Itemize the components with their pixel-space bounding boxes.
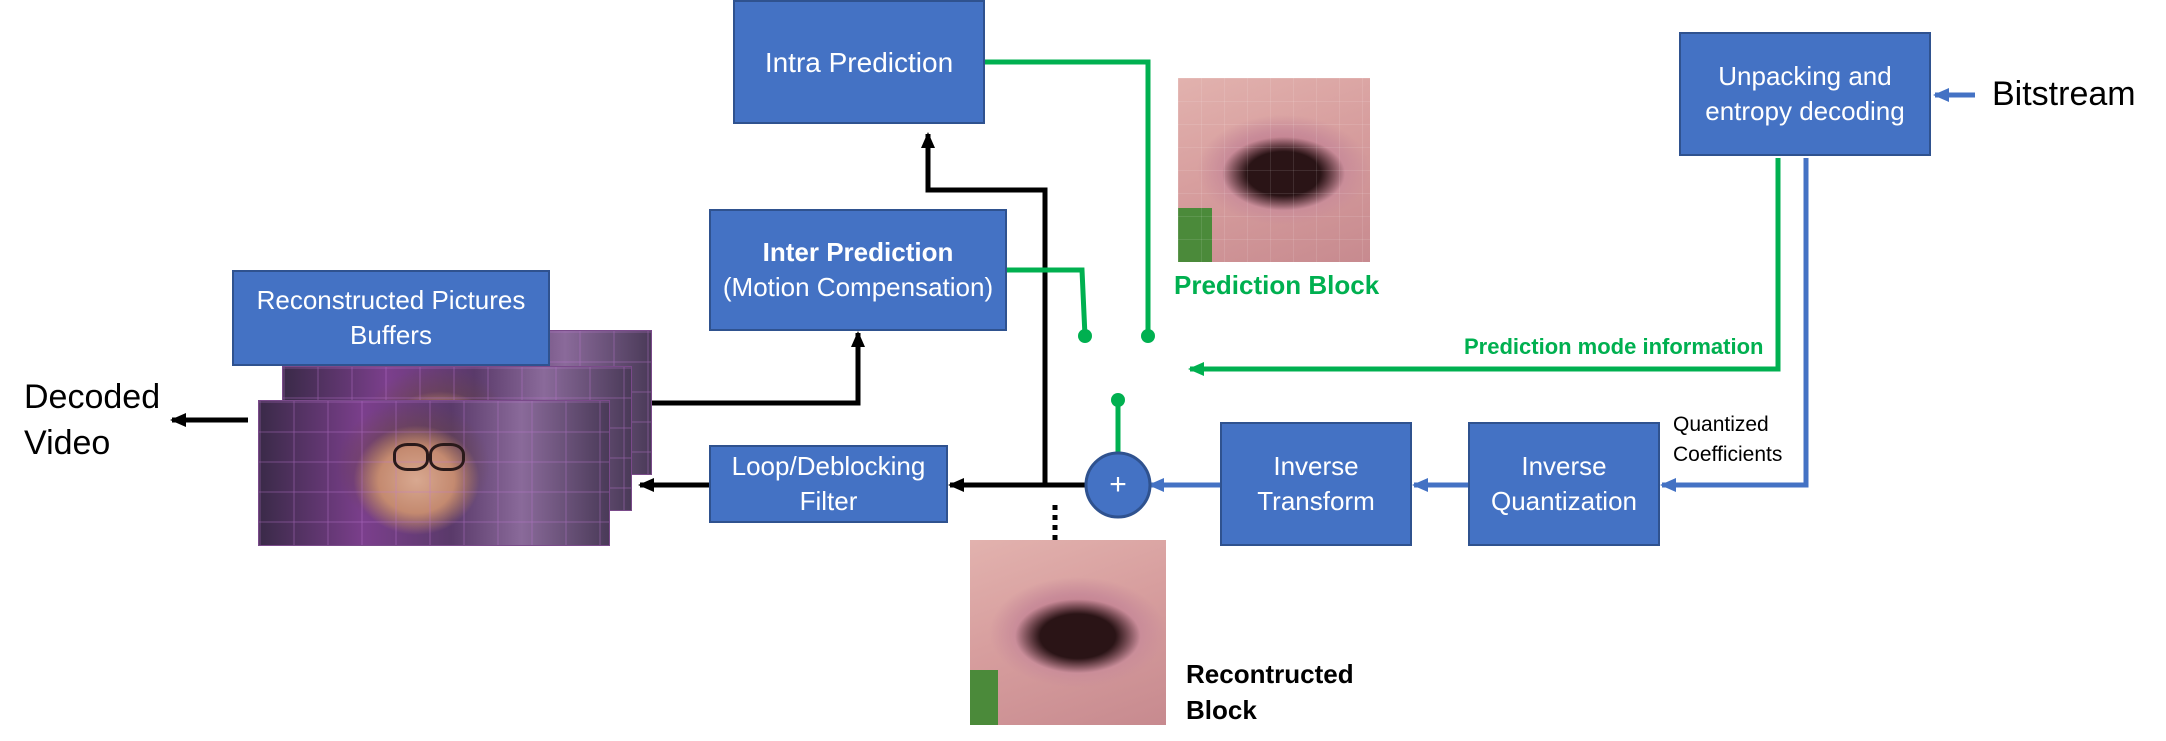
inter-prediction-title: Inter Prediction <box>762 237 954 267</box>
buffers-to-inter <box>652 331 865 406</box>
inverse-quantization-label: Inverse Quantization <box>1491 451 1637 516</box>
glasses-shape <box>393 443 429 471</box>
loop-filter-label: Loop/Deblocking Filter <box>731 451 926 516</box>
inter-contact <box>1078 329 1092 343</box>
loop-filter-block: Loop/Deblocking Filter <box>709 445 948 523</box>
buffer-frame-front <box>258 400 610 546</box>
intra-prediction-label: Intra Prediction <box>764 46 954 78</box>
reconstructed-block-image <box>970 540 1166 725</box>
inverse-transform-label: Inverse Transform <box>1257 451 1375 516</box>
inverse-quantization-block: Inverse Quantization <box>1468 422 1660 546</box>
adder-symbol: + <box>1109 468 1127 501</box>
inverse-transform-block: Inverse Transform <box>1220 422 1412 546</box>
picture-buffers-label: Reconstructed Pictures Buffers <box>256 285 526 350</box>
mode-info-line <box>1188 158 1781 376</box>
unpacking-block: Unpacking and entropy decoding <box>1679 32 1931 156</box>
inter-green-line <box>1007 267 1088 337</box>
prediction-mode-label: Prediction mode information <box>1464 334 1764 359</box>
bitstream-label: Bitstream <box>1992 75 2136 113</box>
intra-prediction-block: Intra Prediction <box>733 0 985 124</box>
inter-prediction-block: Inter Prediction (Motion Compensation) <box>709 209 1007 331</box>
decoded-video-label: Decoded Video <box>24 378 161 462</box>
quantized-coefficients-label: Quantized Coefficients <box>1673 413 1783 466</box>
unpacking-label: Unpacking and entropy decoding <box>1705 61 1905 126</box>
inter-prediction-subtitle: (Motion Compensation) <box>722 272 994 302</box>
picture-buffers-block: Reconstructed Pictures Buffers <box>232 270 550 366</box>
glasses-shape <box>429 443 465 471</box>
adder <box>1084 451 1152 519</box>
reconstructed-block-label: Recontructed Block <box>1186 659 1354 725</box>
intra-green-line <box>985 59 1151 336</box>
unpack-to-iq <box>1660 158 1809 492</box>
feed-to-intra <box>921 132 1048 485</box>
prediction-block-label: Prediction Block <box>1174 270 1380 300</box>
intra-contact <box>1141 329 1155 343</box>
prediction-block-image <box>1178 78 1370 262</box>
